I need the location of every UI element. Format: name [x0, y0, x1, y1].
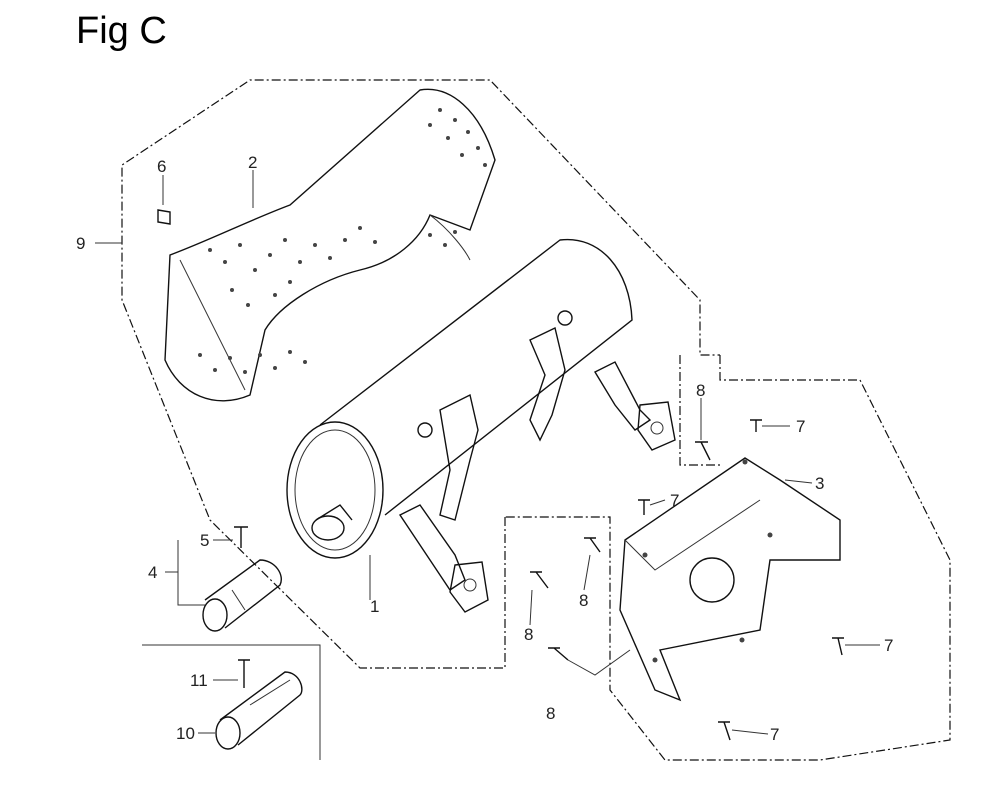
- bracket-subgroup-boundary: [679, 355, 720, 466]
- fasteners: [157, 209, 844, 741]
- kit-boundary: [142, 644, 321, 760]
- protector-group-boundary: [505, 355, 951, 761]
- callout-7-mid: 7: [670, 491, 679, 510]
- callout-4: 4: [148, 563, 157, 582]
- callout-1: 1: [370, 597, 379, 616]
- perforation-holes: [198, 108, 487, 374]
- callout-3: 3: [815, 474, 824, 493]
- callout-8-upper: 8: [579, 591, 588, 610]
- protector-bracket: [619, 457, 841, 702]
- callout-8-top: 8: [696, 381, 705, 400]
- callout-7-right: 7: [884, 636, 893, 655]
- figure-title: Fig C: [76, 10, 167, 52]
- callout-7-bottom: 7: [770, 725, 779, 744]
- muffler-group-boundary: [121, 79, 720, 669]
- callout-6: 6: [157, 157, 166, 176]
- callout-8-middle: 8: [524, 625, 533, 644]
- tail-pipe: [215, 671, 303, 750]
- leader-lines: [95, 170, 880, 735]
- callout-7-top: 7: [796, 417, 805, 436]
- callout-11: 11: [190, 671, 208, 690]
- callout-2: 2: [248, 153, 257, 172]
- callout-5: 5: [200, 531, 209, 550]
- callout-8-bottom: 8: [546, 704, 555, 723]
- muffler: [286, 238, 676, 613]
- muffler-protector: [164, 88, 496, 402]
- spark-arrester: [202, 559, 282, 632]
- callout-10: 10: [176, 724, 195, 743]
- callout-9: 9: [76, 234, 85, 253]
